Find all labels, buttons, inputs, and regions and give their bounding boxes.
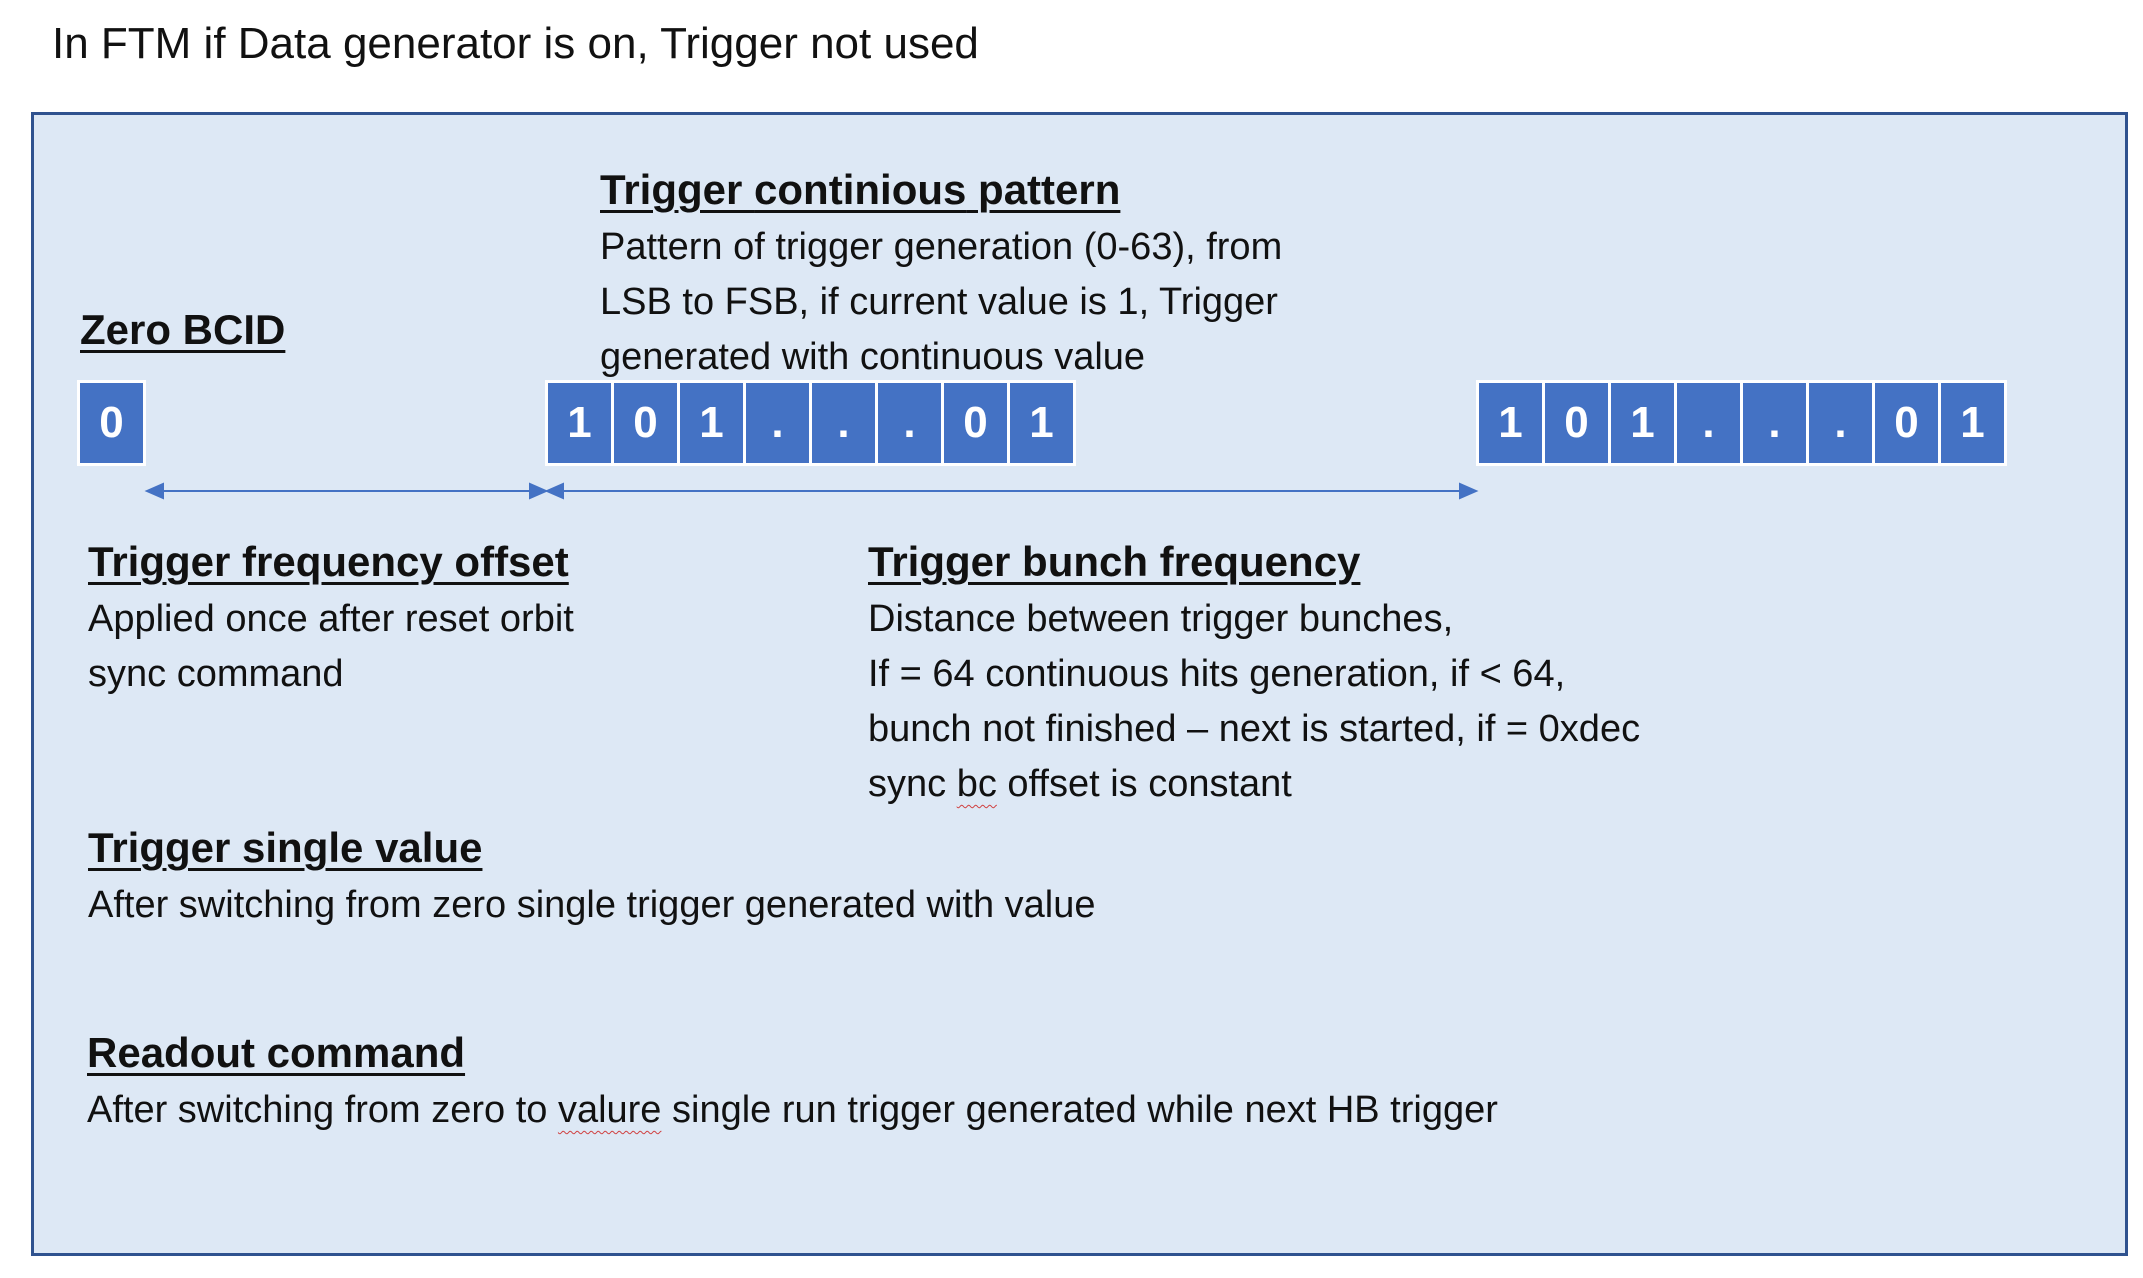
pattern-cell: 1 [1476,380,1545,466]
zero-bcid-cell: 0 [77,380,146,466]
trigger-bunch-frequency-description: Distance between trigger bunches, If = 6… [868,598,1641,805]
zero-bcid-heading: Zero BCID [80,306,286,353]
pattern-cell: 1 [545,380,614,466]
pattern-cell: . [1740,380,1809,466]
pattern-cell: 1 [1007,380,1076,466]
pattern-cell: 0 [941,380,1010,466]
trigger-frequency-offset-description: Applied once after reset orbit sync comm… [88,598,574,695]
pattern-cell: 1 [1608,380,1677,466]
diagram-panel [31,112,2128,1256]
pattern-cell: . [743,380,812,466]
pattern-cell: 1 [1938,380,2007,466]
pattern-cell: . [809,380,878,466]
trigger-frequency-offset-heading: Trigger frequency offset [88,538,569,585]
pattern-cell: . [875,380,944,466]
trigger-bunch-frequency-heading: Trigger bunch frequency [868,538,1361,585]
pattern-cell: 0 [1542,380,1611,466]
pattern-cell: . [1674,380,1743,466]
pattern-cell: 1 [677,380,746,466]
readout-command-description: After switching from zero to valure sing… [87,1089,1498,1131]
pattern-cell: 0 [1872,380,1941,466]
page-title: In FTM if Data generator is on, Trigger … [52,19,979,68]
trigger-single-value-heading: Trigger single value [88,824,483,871]
trigger-single-value-description: After switching from zero single trigger… [88,884,1096,926]
trigger-continuous-pattern-heading: Trigger continious pattern [600,166,1121,213]
pattern-cell: 0 [611,380,680,466]
readout-command-heading: Readout command [87,1029,466,1076]
trigger-continuous-pattern-description: Pattern of trigger generation (0-63), fr… [600,226,1283,378]
pattern-cell: . [1806,380,1875,466]
zero-bcid-cell-row: 0 [77,380,146,466]
